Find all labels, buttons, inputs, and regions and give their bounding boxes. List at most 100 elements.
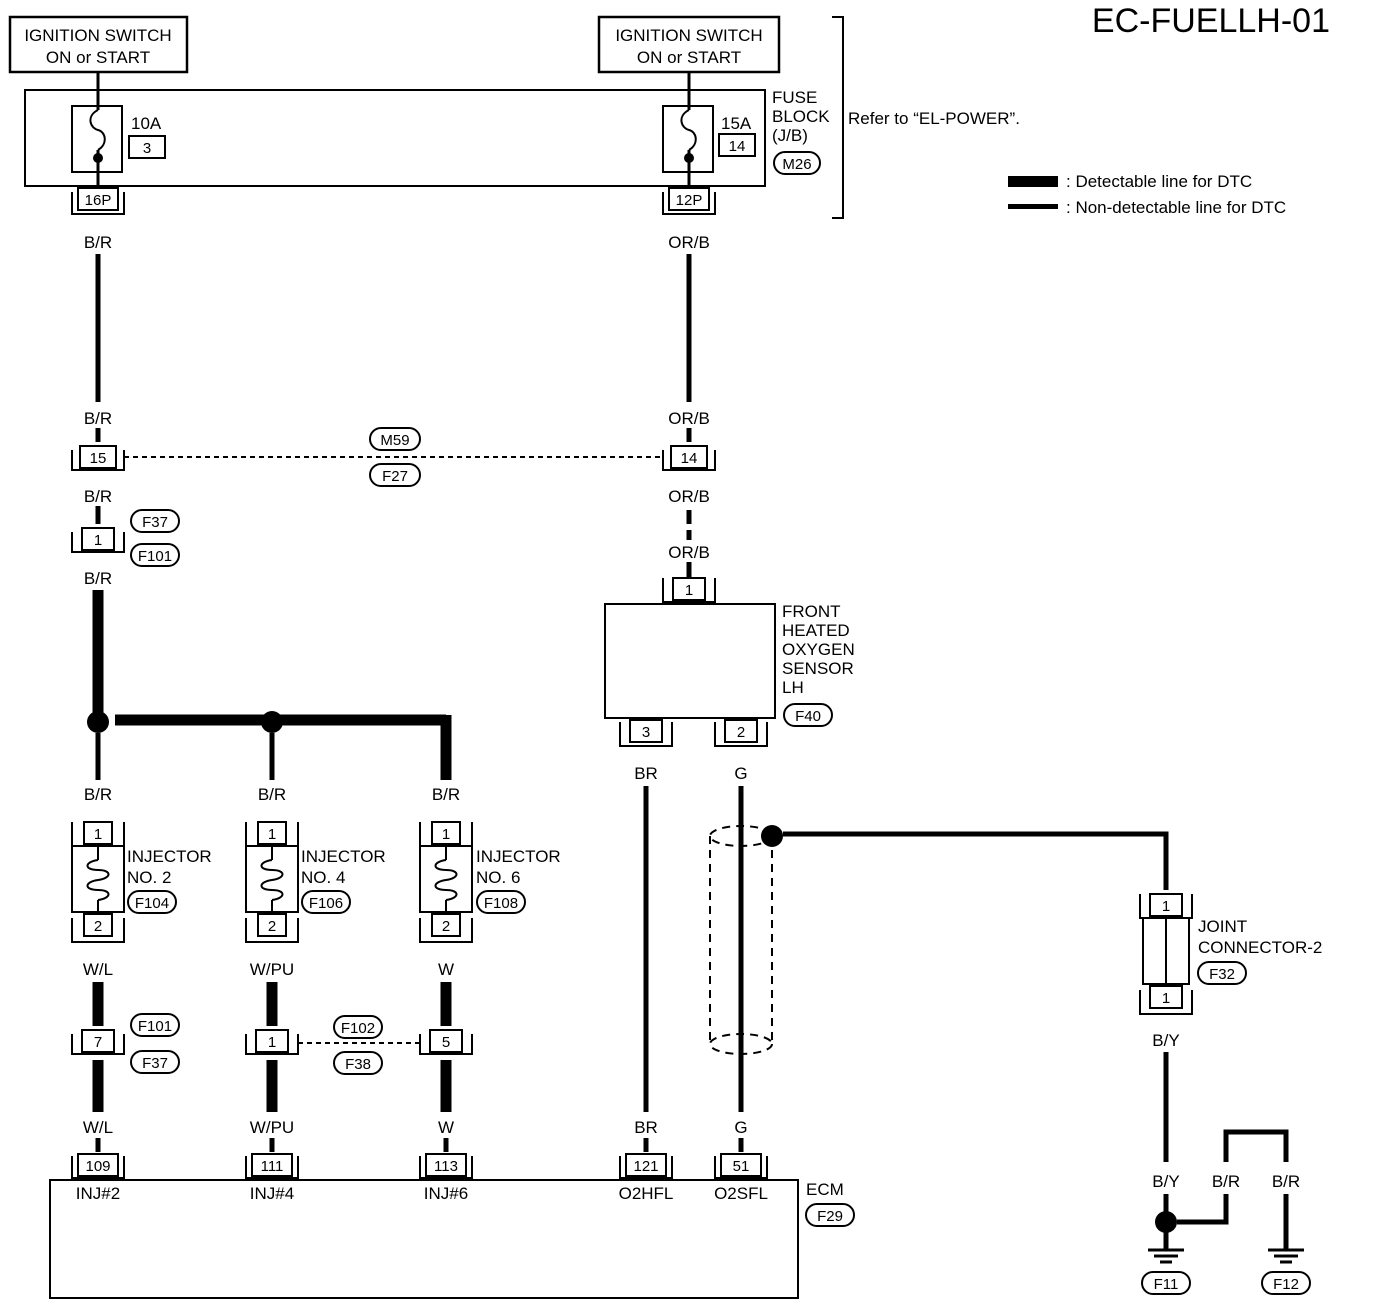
f37-label-bottom: F37 [142,1055,168,1072]
connector-5: 5 [419,1029,473,1055]
fuse-block: FUSE BLOCK (J/B) M26 Refer to “EL-POWER”… [24,16,1020,219]
ecm-pin-113-name: INJ#6 [424,1184,468,1203]
wire-label-w-1: W [438,960,454,979]
inj4-pin-bottom: 2 [268,918,276,935]
connector-16p: 16P [71,187,125,215]
pin-14: 14 [681,450,698,467]
fuse-block-refer: Refer to “EL-POWER”. [848,109,1020,128]
inj6-pin-bottom: 2 [442,918,450,935]
wire-label-orb-2: OR/B [668,409,710,428]
fuse-left: 10A 3 [71,90,166,186]
wire-label-by-1: B/Y [1152,1031,1179,1050]
o2-line4: SENSOR [782,659,854,678]
wire-label-br-inj2: B/R [84,785,112,804]
ecm-pin-121-name: O2HFL [619,1184,674,1203]
connector-14: 14 [662,445,716,471]
pin-1-f37: 1 [94,532,102,549]
inj6-pin-top: 1 [442,826,450,843]
fuse-right-amps: 15A [721,114,752,133]
inj4-pin-top: 1 [268,826,276,843]
o2-sensor: 1 3 2 FRONT HEATED OXYGEN SENSOR LH F40 [604,577,855,747]
connector-15: 15 [71,445,125,471]
wire-label-wl-1: W/L [83,960,113,979]
connector-1-f102: 1 [245,1029,299,1055]
connector-ref-m59: M59 [369,427,421,451]
connector-ref-f102: F102 [333,1015,383,1039]
o2-line2: HEATED [782,621,850,640]
ecm-pin-121-number: 121 [633,1158,658,1175]
wire-label-orb-3: OR/B [668,487,710,506]
fuse-right: 15A 14 [662,90,756,186]
o2-pin-2: 2 [737,724,745,741]
o2-connector: F40 [795,708,821,725]
ecm-label: ECM [806,1180,844,1199]
f101-label-top: F101 [138,548,172,565]
wire-label-br-2: B/R [84,409,112,428]
pin-5: 5 [442,1034,450,1051]
legend-non-detectable: : Non-detectable line for DTC [1066,198,1286,217]
injector-2: B/R 1 2 INJECTOR NO. 2 F104 [71,785,212,943]
ignition-left-line1: IGNITION SWITCH [24,26,171,45]
joint-line1: JOINT [1198,917,1247,936]
fuse-left-number: 3 [143,140,151,157]
ignition-left-line2: ON or START [46,48,150,67]
wire-label-br-gnd2: B/R [1272,1172,1300,1191]
legend-thick-line [1008,176,1058,187]
ignition-right-line1: IGNITION SWITCH [615,26,762,45]
fuse-left-connector: 16P [85,192,112,209]
joint-connector-ref: F32 [1209,966,1235,983]
inj2-pin-top: 1 [94,826,102,843]
inj6-connector: F108 [484,895,518,912]
fuse-block-line1: FUSE [772,88,817,107]
wire-label-orb-4: OR/B [668,543,710,562]
ecm-pin-111: 111 INJ#4 [245,1153,299,1203]
wire-label-orb-1: OR/B [668,233,710,252]
ignition-switch-left: IGNITION SWITCH ON or START [8,15,189,74]
ground-f12: F12 [1261,1248,1311,1295]
connector-ref-f27: F27 [369,463,421,487]
shield [709,825,783,1055]
inj2-pin-bottom: 2 [94,918,102,935]
o2-line5: LH [782,678,804,697]
ground-f11: F11 [1141,1248,1191,1295]
joint-line2: CONNECTOR-2 [1198,938,1322,957]
injector-6: B/R 1 2 INJECTOR NO. 6 F108 [419,785,561,943]
inj2-line1: INJECTOR [127,847,212,866]
wire-label-wpu-2: W/PU [250,1118,294,1137]
ecm: ECM F29 109 INJ#2 111 INJ#4 113 INJ#6 12… [49,1153,855,1299]
f27-label: F27 [382,468,408,485]
ecm-pin-111-name: INJ#4 [250,1184,294,1203]
ecm-pin-109-number: 109 [85,1158,110,1175]
o2-pin-1: 1 [685,582,693,599]
f101-label-bottom: F101 [138,1018,172,1035]
inj6-line2: NO. 6 [476,868,520,887]
ecm-pin-109-name: INJ#2 [76,1184,120,1203]
fuse-block-connector: M26 [782,156,811,173]
legend-detectable: : Detectable line for DTC [1066,172,1252,191]
inj4-line1: INJECTOR [301,847,386,866]
fuse-left-amps: 10A [131,114,162,133]
joint-connector-2: 1 1 JOINT CONNECTOR-2 F32 [1139,893,1322,1015]
f102-label: F102 [341,1020,375,1037]
ecm-pin-113-number: 113 [434,1158,458,1175]
wire-label-g-2: G [734,1118,747,1137]
wire-label-wpu-1: W/PU [250,960,294,979]
ecm-pin-113: 113 INJ#6 [419,1153,473,1203]
inj4-connector: F106 [309,895,343,912]
page-title: EC-FUELLH-01 [1092,2,1330,40]
ground-f12-label: F12 [1273,1276,1299,1293]
wire-label-br-1: B/R [84,233,112,252]
wire-label-br-3: B/R [84,487,112,506]
ecm-pin-121: 121 O2HFL [619,1153,674,1203]
ground-f11-label: F11 [1154,1276,1179,1293]
wire-label-by-2: B/Y [1152,1172,1179,1191]
inj2-line2: NO. 2 [127,868,171,887]
joint-pin-bottom: 1 [1162,990,1170,1007]
ecm-pin-51: 51 O2SFL [714,1153,768,1203]
connector-f37-f101-top: 1 F37 F101 [71,509,180,567]
ignition-switch-right: IGNITION SWITCH ON or START [597,15,781,74]
connector-7: 7 F101 F37 [71,1013,180,1074]
o2-line3: OXYGEN [782,640,855,659]
inj6-line1: INJECTOR [476,847,561,866]
wire-label-br-inj4: B/R [258,785,286,804]
